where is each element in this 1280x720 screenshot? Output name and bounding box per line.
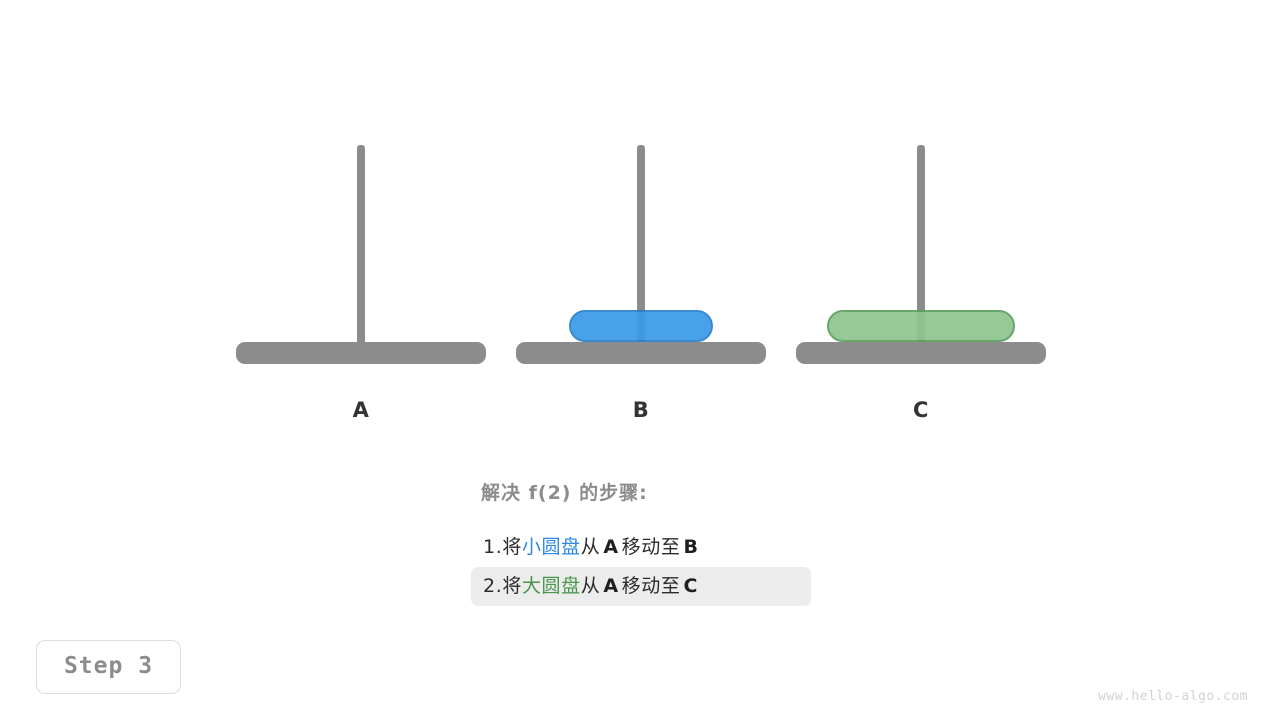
- step-disk-word-2: 大圆盘: [521, 575, 581, 597]
- tower-b: B: [516, 0, 766, 440]
- step-move-word-1: 移动至: [621, 536, 681, 558]
- peg-base-a: [236, 342, 486, 364]
- peg-base-c: [796, 342, 1046, 364]
- disk-small-blue: [569, 310, 713, 342]
- disk-large-green: [827, 310, 1015, 342]
- step-badge: Step 3: [36, 640, 181, 694]
- peg-rod-b: [637, 145, 645, 343]
- peg-rod-c: [917, 145, 925, 343]
- watermark: www.hello-algo.com: [1098, 689, 1248, 704]
- step-to-peg-2: C: [683, 575, 699, 597]
- step-verb-1: 将: [502, 536, 522, 558]
- tower-label-c: C: [913, 398, 929, 422]
- tower-a: A: [236, 0, 486, 440]
- step-from-peg-1: A: [603, 536, 619, 558]
- tower-label-b: B: [632, 398, 650, 422]
- peg-base-b: [516, 342, 766, 364]
- tower-c: C: [796, 0, 1046, 440]
- step-from-word-1: 从: [580, 536, 601, 558]
- tower-label-a: A: [352, 398, 370, 422]
- steps-title: 解决 f(2) 的步骤:: [481, 482, 648, 504]
- step-disk-word-1: 小圆盘: [521, 536, 581, 558]
- step-move-word-2: 移动至: [621, 575, 681, 597]
- step-number-2: 2.: [483, 575, 503, 597]
- step-badge-label: Step 3: [63, 653, 154, 679]
- step-from-word-2: 从: [580, 575, 601, 597]
- step-to-peg-1: B: [683, 536, 699, 558]
- hanoi-towers-diagram: A B C: [236, 0, 1046, 440]
- peg-rod-a: [357, 145, 365, 343]
- step-number-1: 1.: [483, 536, 503, 558]
- step-verb-2: 将: [502, 575, 522, 597]
- step-from-peg-2: A: [603, 575, 619, 597]
